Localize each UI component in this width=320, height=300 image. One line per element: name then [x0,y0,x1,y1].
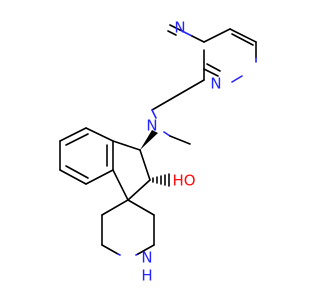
methylene-linker [151,68,205,119]
bond [137,244,155,255]
bond [139,149,151,181]
bond [85,127,114,142]
atom-label-pyrazine-n-top: N [174,19,185,37]
bond [151,94,179,111]
bond [203,68,219,77]
bond [169,24,181,31]
bond [231,33,254,46]
bond [179,29,193,37]
bond [167,30,177,36]
bond [203,28,231,43]
bond [231,75,243,83]
bond [151,109,157,119]
wedge-bond [140,130,158,150]
bond [101,244,119,255]
molecule-canvas: N N N HO N H [59,19,257,285]
bond [117,253,121,256]
bond [85,169,114,185]
benzene-ring [59,127,141,185]
bond [127,179,151,201]
bond [65,165,89,179]
bond [191,35,205,43]
bond [101,199,129,216]
bond [112,140,141,151]
pyrazine-ring [167,24,257,83]
bond [169,135,191,145]
atom-label-piperidine-h: H [141,267,152,285]
bond [127,199,155,216]
atom-label-amine-n: N [146,117,157,135]
piperidine-ring [101,199,155,256]
molecule-structure: N N N HO N H [59,19,257,285]
bond [59,127,87,142]
atom-label-hydroxyl: HO [172,172,195,190]
n-methyl [163,131,191,145]
bond [112,169,129,201]
bond [163,131,171,137]
bond [206,63,221,72]
bond [59,169,87,185]
cyclopentane-ring [112,149,151,201]
bond [229,28,257,43]
bond [177,79,205,96]
hashed-wedge-bond [152,173,170,187]
atom-label-pyrazine-n-right: N [210,75,221,93]
atom-label-piperidine-n: N [141,249,152,267]
bond [65,133,89,146]
